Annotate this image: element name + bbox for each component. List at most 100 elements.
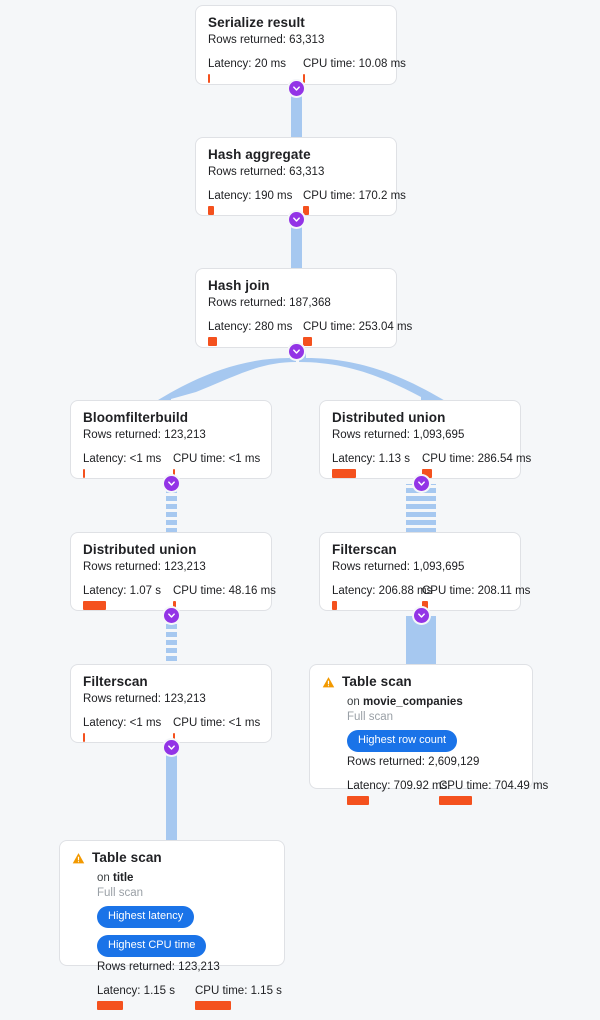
node-cpu-metric: CPU time: 286.54 ms: [422, 452, 531, 478]
node-cpu-metric: CPU time: <1 ms: [173, 716, 260, 742]
node-latency-metric: Latency: <1 ms: [83, 452, 173, 478]
latency-label: Latency: <1 ms: [83, 717, 162, 729]
node-rows-returned: Rows returned: 1,093,695: [332, 429, 465, 441]
node-latency-metric: Latency: 1.07 s: [83, 584, 173, 610]
table-name: title: [113, 872, 134, 884]
toggle-distributed-union-left[interactable]: [164, 608, 179, 623]
cpu-label: CPU time: 208.11 ms: [422, 585, 531, 597]
badge-highest-row-count[interactable]: Highest row count: [347, 730, 458, 752]
table-name: movie_companies: [363, 696, 463, 708]
badge-highest-cpu-time[interactable]: Highest CPU time: [97, 935, 207, 957]
plan-node-table-scan-title[interactable]: Table scan on title Full scan Highest la…: [59, 840, 285, 1010]
node-title: Serialize result: [208, 15, 305, 30]
latency-bar: [83, 601, 106, 610]
node-cpu-metric: CPU time: 170.2 ms: [303, 189, 406, 215]
cpu-label: CPU time: 704.49 ms: [439, 780, 549, 792]
warning-triangle-icon: [322, 676, 335, 694]
node-cpu-metric: CPU time: <1 ms: [173, 452, 260, 478]
toggle-distributed-union-right[interactable]: [414, 476, 429, 491]
node-title: Filterscan: [83, 674, 148, 689]
cpu-label: CPU time: 48.16 ms: [173, 585, 276, 597]
node-rows-returned: Rows returned: 123,213: [83, 693, 206, 705]
node-cpu-metric: CPU time: 208.11 ms: [422, 584, 530, 610]
plan-node-bloomfilterbuild[interactable]: Bloomfilterbuild Rows returned: 123,213 …: [70, 400, 272, 479]
edge-filterscan-to-tablescan-movies: [406, 616, 436, 664]
edge-bloomfilter-to-union-dashed: [166, 484, 177, 532]
edge-serialize-to-aggregate: [291, 85, 302, 137]
node-scan-type: Full scan: [97, 887, 144, 899]
cpu-bar: [173, 469, 175, 478]
node-latency-metric: Latency: 1.15 s: [97, 984, 195, 1010]
plan-node-serialize-result[interactable]: Serialize result Rows returned: 63,313 L…: [195, 5, 406, 85]
toggle-filterscan-right[interactable]: [414, 608, 429, 623]
cpu-label: CPU time: 170.2 ms: [303, 190, 406, 202]
latency-label: Latency: <1 ms: [83, 453, 162, 465]
cpu-label: CPU time: <1 ms: [173, 453, 261, 465]
node-title: Hash join: [208, 278, 270, 293]
toggle-serialize-result[interactable]: [289, 81, 304, 96]
node-rows-returned: Rows returned: 1,093,695: [332, 561, 465, 573]
latency-label: Latency: 1.07 s: [83, 585, 161, 597]
edge-union-to-filterscan-dashed: [166, 616, 177, 664]
latency-bar: [83, 733, 85, 742]
latency-bar: [83, 469, 85, 478]
node-badges: Highest row count: [347, 730, 520, 752]
node-title: Filterscan: [332, 542, 397, 557]
plan-node-distributed-union-left[interactable]: Distributed union Rows returned: 123,213…: [70, 532, 276, 611]
toggle-hash-join[interactable]: [289, 344, 304, 359]
node-title: Table scan: [92, 850, 162, 865]
latency-bar: [332, 469, 356, 478]
badge-highest-latency[interactable]: Highest latency: [97, 906, 195, 928]
edge-join-to-bloomfilterbuild: [150, 352, 296, 405]
latency-label: Latency: 280 ms: [208, 321, 293, 333]
node-rows-returned: Rows returned: 63,313: [208, 34, 325, 46]
cpu-bar: [173, 601, 176, 610]
toggle-hash-aggregate[interactable]: [289, 212, 304, 227]
latency-label: Latency: 1.15 s: [97, 985, 175, 997]
warning-triangle-icon: [72, 852, 85, 870]
cpu-label: CPU time: 1.15 s: [195, 985, 282, 997]
latency-bar: [208, 74, 210, 83]
cpu-bar: [439, 796, 472, 805]
plan-node-hash-aggregate[interactable]: Hash aggregate Rows returned: 63,313 Lat…: [195, 137, 406, 216]
cpu-bar: [303, 337, 312, 346]
node-latency-metric: Latency: 1.13 s: [332, 452, 422, 478]
node-cpu-metric: CPU time: 253.04 ms: [303, 320, 412, 346]
toggle-bloomfilterbuild[interactable]: [164, 476, 179, 491]
cpu-bar: [195, 1001, 231, 1010]
plan-node-filterscan-right[interactable]: Filterscan Rows returned: 1,093,695 Late…: [319, 532, 530, 611]
node-cpu-metric: CPU time: 10.08 ms: [303, 57, 406, 83]
latency-label: Latency: 20 ms: [208, 58, 286, 70]
node-rows-returned: Rows returned: 2,609,129: [347, 756, 480, 768]
toggle-filterscan-left[interactable]: [164, 740, 179, 755]
latency-label: Latency: 1.13 s: [332, 453, 410, 465]
node-latency-metric: Latency: 709.92 ms: [347, 779, 447, 805]
edge-aggregate-to-join: [291, 216, 302, 268]
plan-node-table-scan-movie-companies[interactable]: Table scan on movie_companies Full scan …: [309, 664, 548, 805]
plan-node-hash-join[interactable]: Hash join Rows returned: 187,368 Latency…: [195, 268, 412, 348]
node-latency-metric: Latency: 20 ms: [208, 57, 303, 83]
plan-node-distributed-union-right[interactable]: Distributed union Rows returned: 1,093,6…: [319, 400, 531, 479]
latency-label: Latency: 190 ms: [208, 190, 293, 202]
cpu-bar: [422, 601, 428, 610]
latency-label: Latency: 206.88 ms: [332, 585, 433, 597]
node-cpu-metric: CPU time: 48.16 ms: [173, 584, 276, 610]
node-cpu-metric: CPU time: 1.15 s: [195, 984, 282, 1010]
plan-node-filterscan-left[interactable]: Filterscan Rows returned: 123,213 Latenc…: [70, 664, 272, 743]
node-title: Distributed union: [332, 410, 446, 425]
node-latency-metric: Latency: <1 ms: [83, 716, 173, 742]
on-prefix: on: [347, 696, 363, 708]
node-rows-returned: Rows returned: 63,313: [208, 166, 325, 178]
on-prefix: on: [97, 872, 113, 884]
edge-union-to-filterscan-right-dashed: [406, 484, 436, 532]
cpu-label: CPU time: 10.08 ms: [303, 58, 406, 70]
node-latency-metric: Latency: 206.88 ms: [332, 584, 433, 610]
node-scan-type: Full scan: [347, 711, 394, 723]
edge-filterscan-to-tablescan-title: [166, 748, 177, 840]
edge-join-to-distributed-union: [299, 352, 452, 405]
cpu-bar: [173, 733, 175, 742]
node-title: Hash aggregate: [208, 147, 311, 162]
node-table-target: on title: [97, 871, 272, 886]
